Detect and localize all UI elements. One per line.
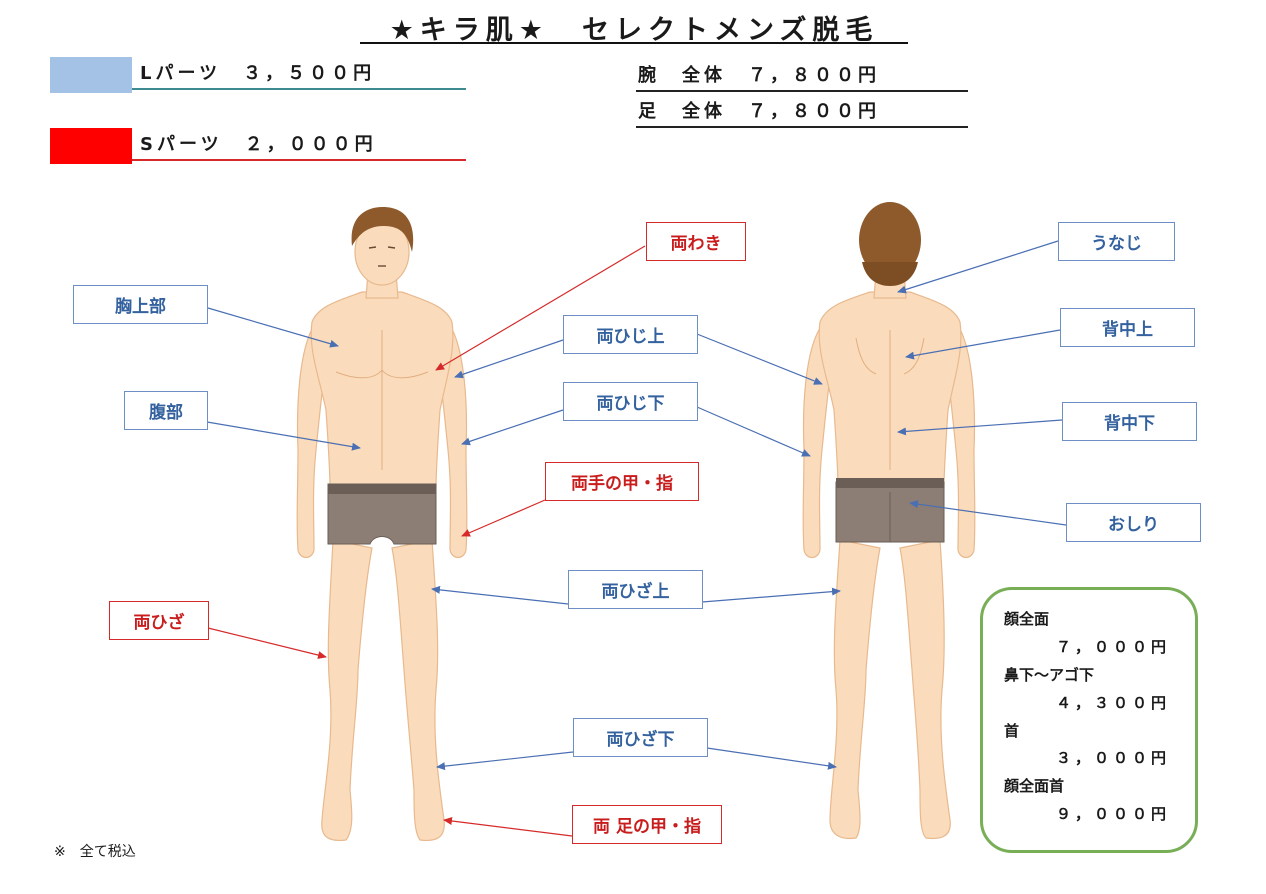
tax-note: ※ 全て税込: [54, 844, 136, 860]
label-armpits: 両わき: [646, 222, 746, 261]
label-lower-elbow: 両ひじ下: [563, 382, 698, 421]
face-price-panel: [980, 587, 1198, 853]
nose-chin-label: 鼻下～アゴ下: [1004, 666, 1095, 684]
label-above-knees: 両ひざ上: [568, 570, 703, 609]
label-upper-elbow: 両ひじ上: [563, 315, 698, 354]
l-parts-swatch: [50, 57, 132, 93]
label-buttocks: おしり: [1066, 503, 1201, 542]
s-parts-swatch: [50, 128, 132, 164]
label-hands-fingers: 両手の甲・指: [545, 462, 699, 501]
s-parts-price: Sパーツ ２，０００円: [132, 131, 466, 161]
neck-price: ３，０００円: [1056, 749, 1171, 767]
label-below-knees: 両ひざ下: [573, 718, 708, 757]
label-chest-upper: 胸上部: [73, 285, 208, 324]
face-full-price: ７，０００円: [1056, 638, 1171, 656]
face-neck-label: 顔全面首: [1004, 777, 1065, 795]
nose-chin-price: ４，３００円: [1056, 694, 1171, 712]
back-figure: [802, 202, 976, 840]
leg-full-price: 足 全体 ７，８００円: [636, 98, 968, 128]
label-abdomen: 腹部: [124, 391, 208, 430]
l-parts-price: Lパーツ ３，５００円: [132, 60, 466, 90]
label-nape: うなじ: [1058, 222, 1175, 261]
label-feet-toes: 両 足の甲・指: [572, 805, 722, 844]
label-lower-back: 背中下: [1062, 402, 1197, 441]
page-title: ★キラ肌★ セレクトメンズ脱毛: [360, 8, 908, 46]
label-knees: 両ひざ: [109, 601, 209, 640]
neck-label: 首: [1004, 722, 1020, 740]
label-upper-back: 背中上: [1060, 308, 1195, 347]
face-full-label: 顔全面: [1004, 610, 1050, 628]
arm-full-price: 腕 全体 ７，８００円: [636, 62, 968, 92]
face-neck-price: ９，０００円: [1056, 805, 1171, 823]
front-figure: [296, 207, 468, 842]
